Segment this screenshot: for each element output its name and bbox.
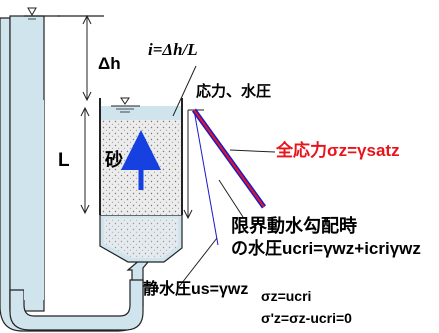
effective-stress-equation: σ'z=σz-ucri=0 (261, 310, 352, 326)
critical-leader (218, 179, 244, 218)
critical-pore-pressure-label: の水圧ucri=γwz+icriγwz (231, 239, 421, 258)
hydraulic-gradient-label: i=Δh/L (148, 40, 198, 59)
i-leader-line (172, 65, 197, 117)
sigma-z-equation: σz=ucri (261, 288, 312, 304)
sand-label: 砂 (105, 150, 123, 170)
water-above-sand (101, 106, 181, 120)
hydrostatic-leader (177, 237, 218, 289)
hydrostatic-pressure-label: 静水圧us=γwz (143, 281, 249, 298)
bottom-pipe (9, 279, 144, 331)
total-stress-label: 全応力σz=γsatz (276, 141, 400, 160)
hydrostatic-pressure-line (193, 109, 219, 246)
delta-h-label: Δh (98, 54, 121, 73)
container-water-level-icon (120, 97, 130, 105)
critical-gradient-title: 限界動水勾配時 (231, 216, 357, 236)
standpipe-water-level-icon (27, 7, 37, 17)
total-stress-line (193, 109, 265, 208)
stress-water-pressure-label: 応力、水圧 (196, 83, 272, 100)
length-label: L (58, 150, 70, 171)
total-stress-leader (229, 149, 276, 153)
